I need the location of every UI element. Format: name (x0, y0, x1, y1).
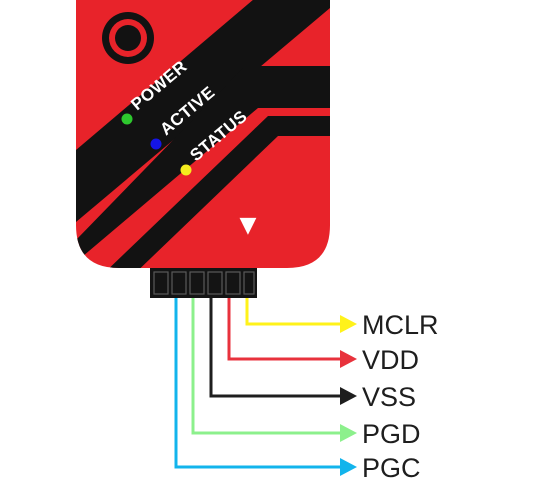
icsp-header (150, 268, 257, 298)
reset-button-center (115, 25, 141, 51)
programmer-device: POWER ACTIVE STATUS ▼ (76, 0, 330, 268)
led-active-indicator (150, 138, 162, 150)
wire-vdd: VDD (227, 298, 419, 375)
header-pin-slot (207, 271, 223, 295)
pin-label-mclr: MCLR (362, 310, 439, 340)
stripe-2 (76, 66, 330, 262)
header-pin-slot (171, 271, 187, 295)
arrow-head-icon (340, 315, 357, 333)
wire-pgd: PGD (191, 298, 421, 449)
wire-vss: VSS (209, 298, 416, 412)
arrow-head-icon (340, 458, 357, 476)
header-pin-slot (153, 271, 169, 295)
stripe-decoration (76, 0, 330, 268)
header-pin-slot (225, 271, 241, 295)
wire-pgc: PGC (174, 298, 421, 483)
arrow-head-icon (340, 350, 357, 368)
wire-line-pgc (174, 298, 344, 469)
pin1-marker-icon: ▼ (240, 213, 257, 238)
header-pin-slot (243, 271, 255, 295)
pin-label-pgc: PGC (362, 453, 421, 483)
wire-line-vss (209, 298, 344, 398)
wire-line-mclr (245, 298, 344, 326)
pin-label-vdd: VDD (362, 345, 419, 375)
pin-label-vss: VSS (362, 382, 416, 412)
stripe-1 (76, 0, 330, 222)
wire-line-pgd (191, 298, 344, 435)
wire-line-vdd (227, 298, 344, 361)
led-status-indicator (180, 164, 192, 176)
pin-label-pgd: PGD (362, 419, 421, 449)
header-pin-slot (189, 271, 205, 295)
arrow-head-icon (340, 387, 357, 405)
arrow-head-icon (340, 424, 357, 442)
wire-mclr: MCLR (245, 298, 439, 340)
led-power-indicator (121, 113, 133, 125)
